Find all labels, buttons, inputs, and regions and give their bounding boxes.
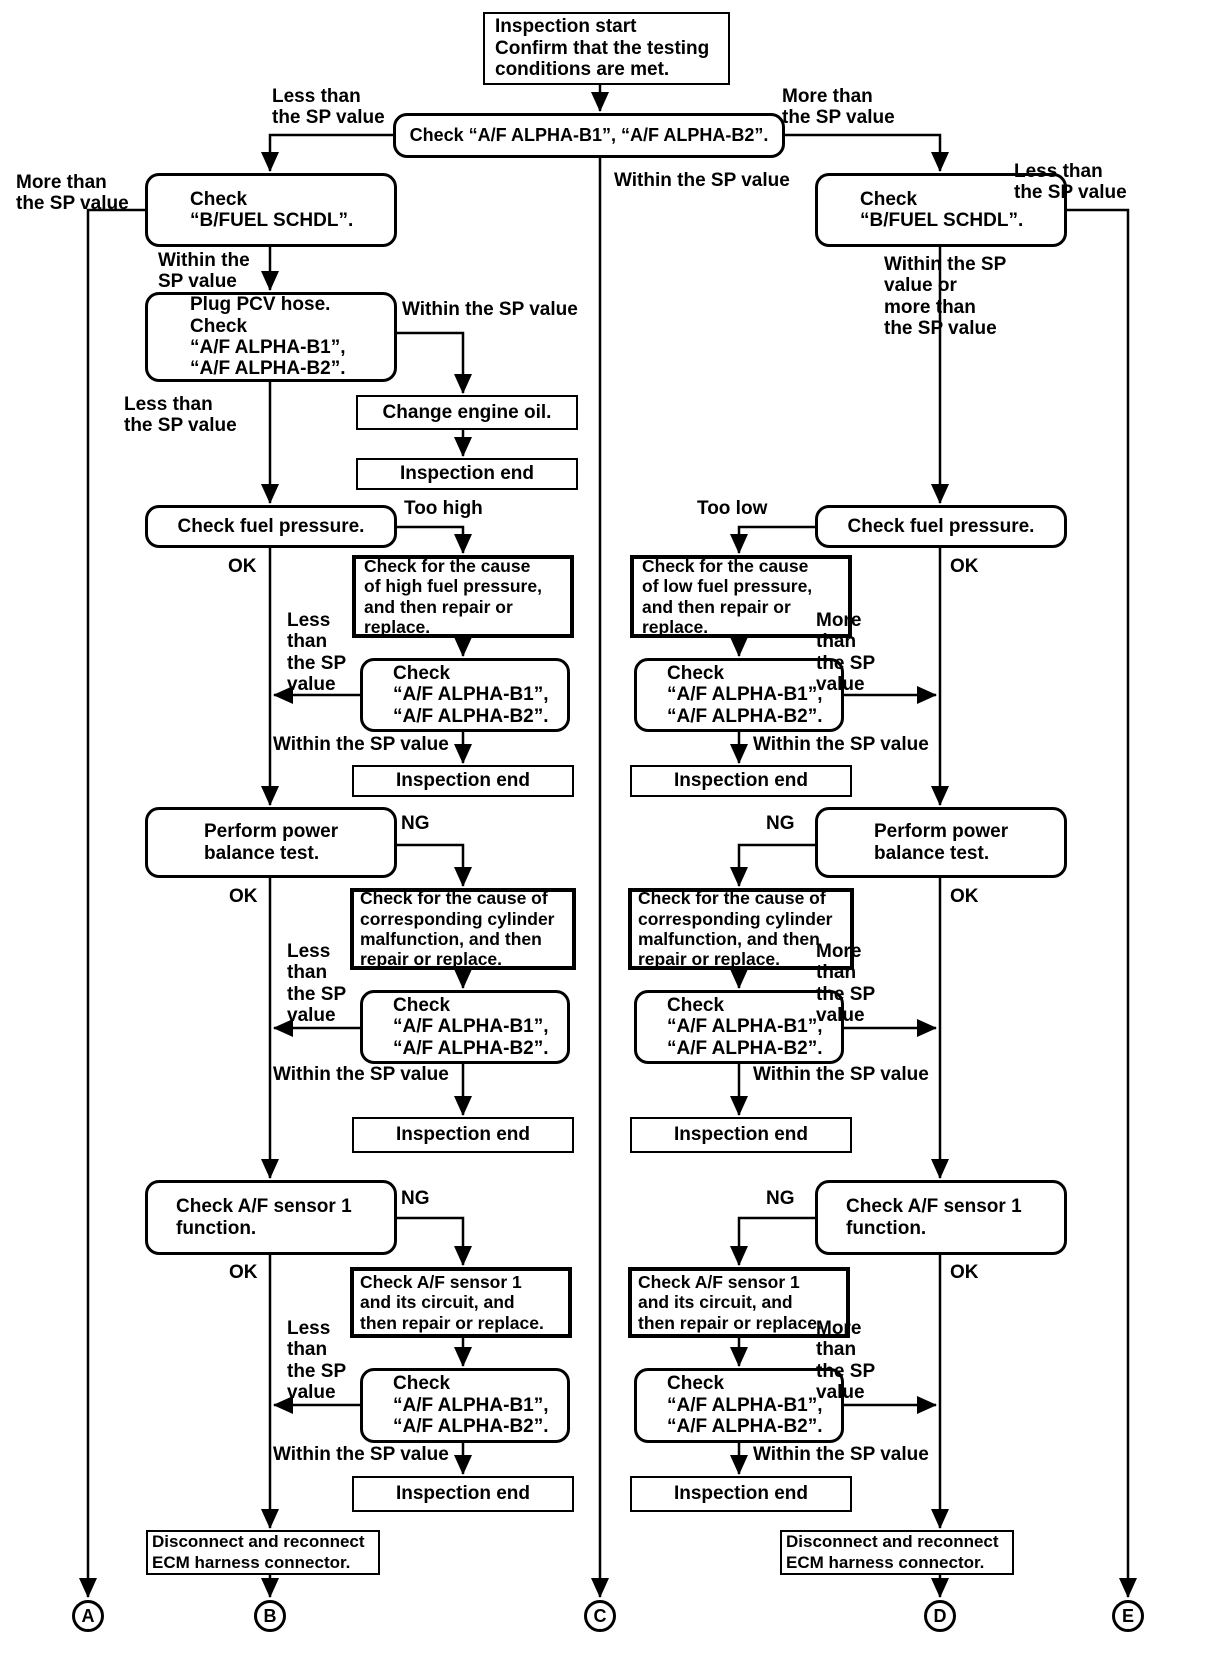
edge-label-ok-sensor-right: OK [950,1262,979,1283]
edge-label-less-stack-2: Less than the SP value [287,941,347,1027]
edge-label-less-than-pcv: Less than the SP value [124,394,237,437]
node-power-balance-left: Perform power balance test. [145,807,397,878]
node-check-af-sensor-right: Check A/F sensor 1 function. [815,1180,1067,1255]
edge-label-within-3-right: Within the SP value [753,1444,929,1465]
edge-label-less-stack-3: Less than the SP value [287,1318,347,1404]
edge-label-ng-sensor-right: NG [766,1188,795,1209]
edge-label-more-than-far-left: More than the SP value [16,172,129,215]
connector-c: C [584,1600,616,1632]
edge-label-more-stack-1: More than the SP value [816,610,876,696]
node-check-af-alpha-top: Check “A/F ALPHA-B1”, “A/F ALPHA-B2”. [393,113,785,158]
edge-label-ok-pb-right: OK [950,886,979,907]
edge-label-within-left: Within the SP value [158,250,250,293]
edge-label-less-than-far-right: Less than the SP value [1014,161,1127,204]
node-check-fuel-pressure-left: Check fuel pressure. [145,505,397,548]
connector-b: B [254,1600,286,1632]
node-check-af-sensor-left: Check A/F sensor 1 function. [145,1180,397,1255]
node-check-af-alpha-left-2: Check “A/F ALPHA-B1”, “A/F ALPHA-B2”. [360,990,570,1064]
edge-label-within-2-left: Within the SP value [273,1064,449,1085]
edge-label-within-center: Within the SP value [614,170,790,191]
node-inspection-end-4-left: Inspection end [352,1476,574,1512]
node-sensor-circuit-left: Check A/F sensor 1 and its circuit, and … [350,1267,572,1338]
edge-label-ok-fuel-left: OK [228,556,257,577]
node-inspection-end-4-right: Inspection end [630,1476,852,1512]
edge-label-less-than-top: Less than the SP value [272,86,385,129]
edge-label-within-3-left: Within the SP value [273,1444,449,1465]
node-check-bfuel-schdl-right: Check “B/FUEL SCHDL”. [815,173,1067,247]
edge-label-too-high: Too high [404,498,483,519]
edge-label-ng-pb-right: NG [766,813,795,834]
node-sensor-circuit-right: Check A/F sensor 1 and its circuit, and … [628,1267,850,1338]
node-inspection-end-1-left: Inspection end [356,458,578,490]
node-cause-high-fuel-pressure: Check for the cause of high fuel pressur… [352,555,574,638]
node-change-engine-oil: Change engine oil. [356,395,578,430]
node-ecm-harness-right: Disconnect and reconnect ECM harness con… [780,1530,1014,1575]
edge-label-within-1-right: Within the SP value [753,734,929,755]
edge-label-within-2-right: Within the SP value [753,1064,929,1085]
node-inspection-end-3-right: Inspection end [630,1117,852,1153]
connector-e: E [1112,1600,1144,1632]
edge-label-ok-fuel-right: OK [950,556,979,577]
edge-label-within-pcv: Within the SP value [402,299,578,320]
edge-label-too-low: Too low [697,498,768,519]
node-cause-cylinder-right: Check for the cause of corresponding cyl… [628,888,854,970]
node-power-balance-right: Perform power balance test. [815,807,1067,878]
node-cause-low-fuel-pressure: Check for the cause of low fuel pressure… [630,555,852,638]
edge-label-ok-sensor-left: OK [229,1262,258,1283]
node-inspection-end-2-left: Inspection end [352,765,574,797]
node-plug-pcv-hose: Plug PCV hose. Check “A/F ALPHA-B1”, “A/… [145,292,397,382]
connector-a: A [72,1600,104,1632]
node-ecm-harness-left: Disconnect and reconnect ECM harness con… [146,1530,380,1575]
node-check-fuel-pressure-right: Check fuel pressure. [815,505,1067,548]
node-check-af-alpha-right-3: Check “A/F ALPHA-B1”, “A/F ALPHA-B2”. [634,1368,844,1443]
node-check-bfuel-schdl-left: Check “B/FUEL SCHDL”. [145,173,397,247]
edge-label-ng-pb-left: NG [401,813,430,834]
edge-label-less-stack-1: Less than the SP value [287,610,347,696]
edge-label-within-1-left: Within the SP value [273,734,449,755]
edge-label-more-stack-2: More than the SP value [816,941,876,1027]
node-inspection-end-2-right: Inspection end [630,765,852,797]
edge-label-within-or-more: Within the SP value or more than the SP … [884,254,1007,340]
node-check-af-alpha-left-3: Check “A/F ALPHA-B1”, “A/F ALPHA-B2”. [360,1368,570,1443]
node-check-af-alpha-right-1: Check “A/F ALPHA-B1”, “A/F ALPHA-B2”. [634,658,844,732]
node-cause-cylinder-left: Check for the cause of corresponding cyl… [350,888,576,970]
edge-label-ok-pb-left: OK [229,886,258,907]
node-check-af-alpha-right-2: Check “A/F ALPHA-B1”, “A/F ALPHA-B2”. [634,990,844,1064]
connector-d: D [924,1600,956,1632]
edge-label-ng-sensor-left: NG [401,1188,430,1209]
edge-label-more-than-top: More than the SP value [782,86,895,129]
edge-label-more-stack-3: More than the SP value [816,1318,876,1404]
node-inspection-end-3-left: Inspection end [352,1117,574,1153]
node-inspection-start: Inspection start Confirm that the testin… [483,12,730,85]
node-check-af-alpha-left-1: Check “A/F ALPHA-B1”, “A/F ALPHA-B2”. [360,658,570,732]
